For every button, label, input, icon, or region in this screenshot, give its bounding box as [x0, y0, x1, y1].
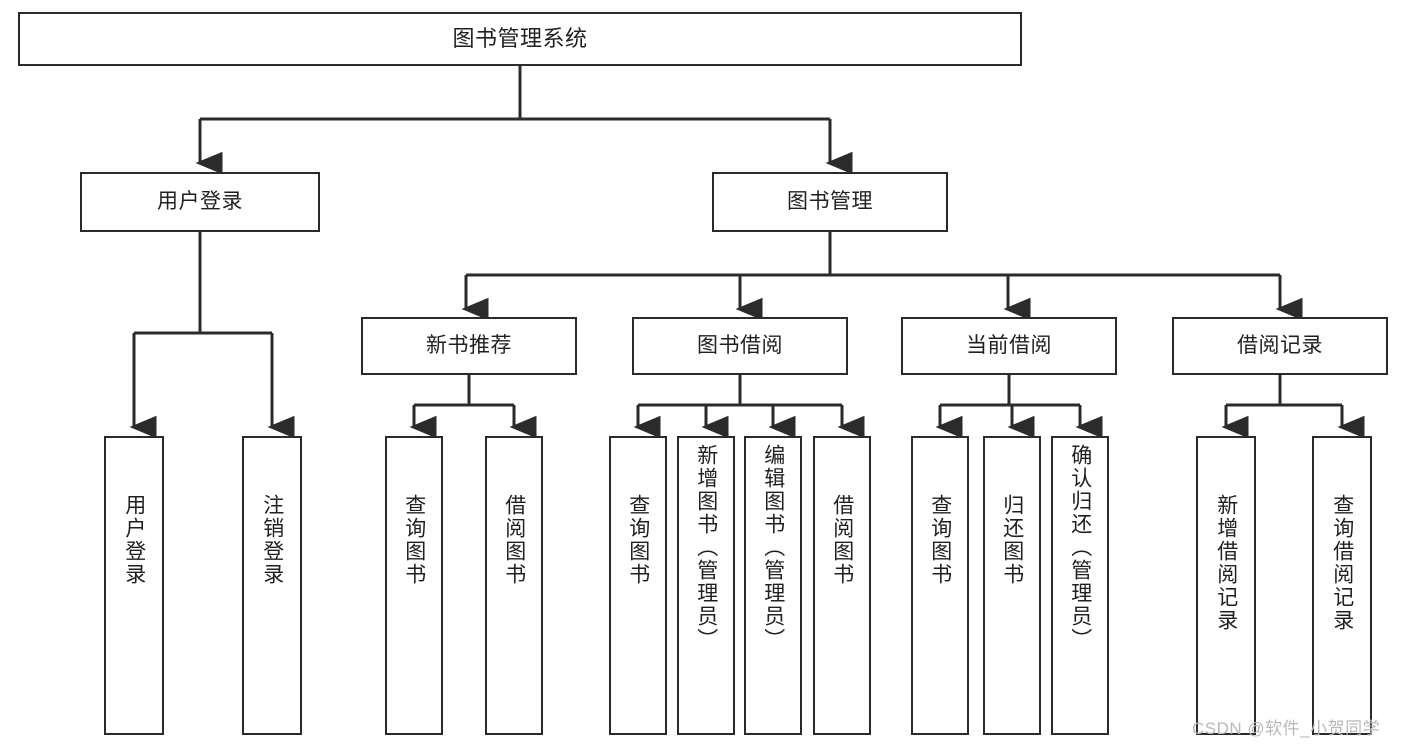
node-label: 图书管理	[787, 189, 873, 213]
node-label: 查询图书	[626, 494, 650, 586]
leaf-add-record[interactable]: 新增借阅记录	[1196, 436, 1256, 735]
node-book-borrow[interactable]: 图书借阅	[632, 317, 848, 375]
leaf-query-book-1[interactable]: 查询图书	[385, 436, 443, 735]
leaf-return-book[interactable]: 归还图书	[983, 436, 1041, 735]
node-label: 新书推荐	[426, 333, 512, 357]
node-label: 新增借阅记录	[1214, 494, 1238, 632]
node-label: 注销登录	[260, 494, 284, 586]
node-label: 编辑图书（管理员）	[761, 444, 785, 651]
node-book-management[interactable]: 图书管理	[712, 172, 948, 232]
node-label: 借阅图书	[502, 494, 526, 586]
node-label: 图书管理系统	[452, 26, 588, 52]
csdn-watermark: CSDN @软件_小贺同学	[1192, 719, 1381, 738]
leaf-borrow-book-1[interactable]: 借阅图书	[485, 436, 543, 735]
leaf-query-book-3[interactable]: 查询图书	[911, 436, 969, 735]
node-label: 借阅图书	[830, 494, 854, 586]
node-user-login[interactable]: 用户登录	[80, 172, 320, 232]
leaf-query-record[interactable]: 查询借阅记录	[1312, 436, 1372, 735]
leaf-query-book-2[interactable]: 查询图书	[609, 436, 667, 735]
node-label: 用户登录	[157, 189, 243, 213]
leaf-confirm-return[interactable]: 确认归还（管理员）	[1051, 436, 1109, 735]
leaf-user-login[interactable]: 用户登录	[104, 436, 164, 735]
leaf-logout-login[interactable]: 注销登录	[242, 436, 302, 735]
leaf-edit-book[interactable]: 编辑图书（管理员）	[744, 436, 802, 735]
node-label: 归还图书	[1000, 494, 1024, 586]
node-label: 图书借阅	[697, 333, 783, 357]
node-borrow-record[interactable]: 借阅记录	[1172, 317, 1388, 375]
node-label: 查询图书	[402, 494, 426, 586]
node-label: 查询图书	[928, 494, 952, 586]
node-label: 借阅记录	[1237, 333, 1323, 357]
node-label: 用户登录	[122, 494, 146, 586]
node-new-book-recommend[interactable]: 新书推荐	[361, 317, 577, 375]
node-book-management-system[interactable]: 图书管理系统	[18, 12, 1022, 66]
node-current-borrow[interactable]: 当前借阅	[901, 317, 1117, 375]
node-label: 确认归还（管理员）	[1068, 444, 1092, 651]
node-label: 查询借阅记录	[1330, 494, 1354, 632]
leaf-add-book[interactable]: 新增图书（管理员）	[677, 436, 735, 735]
leaf-borrow-book-2[interactable]: 借阅图书	[813, 436, 871, 735]
node-label: 新增图书（管理员）	[694, 444, 718, 651]
node-label: 当前借阅	[966, 333, 1052, 357]
